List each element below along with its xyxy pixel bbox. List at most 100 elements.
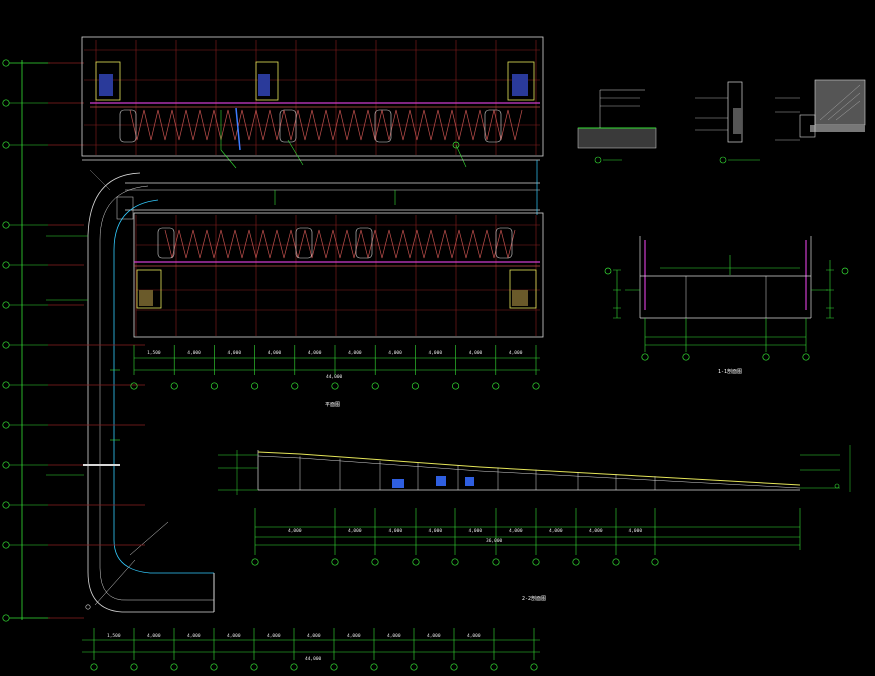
axis-bubble: [532, 558, 540, 566]
blue-marker: [235, 107, 241, 151]
dim-label: 4,000: [509, 528, 523, 534]
column-capsule: [279, 109, 297, 143]
axis-bubble-left: [2, 59, 10, 67]
dim-label: 4,000: [308, 350, 322, 356]
ramp-path: [46, 172, 215, 613]
axis-bubble: [604, 267, 612, 275]
axis-bubble: [532, 382, 540, 390]
axis-bubble-left: [2, 301, 10, 309]
dim-label: 4,000: [427, 633, 441, 639]
dim-label: 4,000: [509, 350, 523, 356]
axis-bubble: [641, 353, 649, 361]
axis-bubble: [492, 382, 500, 390]
dim-label: 4,000: [469, 350, 483, 356]
axis-bubble: [612, 558, 620, 566]
section-title: 1-1剖面图: [718, 368, 742, 375]
upper-plan-band: [81, 36, 544, 169]
dim-label: 1,500: [107, 633, 121, 639]
dim-label: 4,000: [307, 633, 321, 639]
axis-bubble: [250, 663, 258, 671]
dim-label: 4,000: [348, 350, 362, 356]
axis-bubble: [802, 353, 810, 361]
dim-label: 4,000: [388, 350, 402, 356]
dim-label: 4,000: [347, 633, 361, 639]
axis-bubble: [170, 663, 178, 671]
dim-total: 36,000: [486, 538, 503, 544]
axis-bubble: [530, 663, 538, 671]
axis-bubble: [411, 382, 419, 390]
dim-label: 4,000: [187, 633, 201, 639]
detail-1: [577, 89, 657, 164]
dim-label: 4,000: [227, 633, 241, 639]
stair-zigzag: [129, 109, 523, 141]
dim-label: 4,000: [429, 350, 443, 356]
column-capsule: [157, 227, 175, 259]
dim-label: 4,000: [549, 528, 563, 534]
axis-bubble: [572, 558, 580, 566]
dim-label: 4,000: [288, 528, 302, 534]
axis-bubble: [170, 382, 178, 390]
plan-title: 平面图: [325, 402, 340, 408]
dim-label: 1,500: [147, 350, 161, 356]
axis-bubble: [451, 558, 459, 566]
column-capsule: [295, 227, 313, 259]
column-capsule: [484, 109, 502, 143]
axis-bubble: [490, 663, 498, 671]
axis-bubble: [371, 382, 379, 390]
axis-bubble: [762, 353, 770, 361]
axis-bubble-left: [2, 341, 10, 349]
dim-label: 4,000: [387, 633, 401, 639]
dim-label: 4,000: [348, 528, 362, 534]
dim-label: 4,000: [629, 528, 643, 534]
dim-label: 4,000: [267, 633, 281, 639]
elevation-2-2: 4,000 4,000 4,000 4,000 4,000 4,000 4,000 4,000…: [218, 445, 851, 602]
axis-bubble: [330, 663, 338, 671]
upper-dimension-chain: 1,500 4,000 4,000 4,000 4,000 4,000 4,000 4,000…: [130, 345, 540, 408]
axis-bubble: [130, 382, 138, 390]
axis-bubble: [130, 663, 138, 671]
axis-bubble: [452, 382, 460, 390]
dim-label: 4,000: [268, 350, 282, 356]
axis-bubble: [492, 558, 500, 566]
axis-bubble: [841, 267, 849, 275]
lower-plan-band: [133, 212, 544, 338]
axis-bubble-left: [2, 141, 10, 149]
elevation-title: 2-2剖面图: [522, 595, 546, 602]
left-axis-column: [2, 59, 84, 622]
dim-label: 4,000: [228, 350, 242, 356]
column-capsule: [374, 109, 392, 143]
column-capsule: [119, 109, 137, 143]
axis-bubble: [412, 558, 420, 566]
axis-bubble-left: [2, 261, 10, 269]
axis-bubble: [251, 382, 259, 390]
dim-label: 4,000: [467, 633, 481, 639]
axis-bubble: [410, 663, 418, 671]
dim-label: 4,000: [147, 633, 161, 639]
axis-bubble-left: [2, 381, 10, 389]
dim-label: 4,000: [429, 528, 443, 534]
dim-label: 4,000: [187, 350, 201, 356]
axis-bubble: [651, 558, 659, 566]
axis-bubble-left: [2, 541, 10, 549]
axis-bubble-left: [2, 99, 10, 107]
detail-2: [695, 81, 760, 164]
axis-bubble: [331, 558, 339, 566]
dim-total: 44,000: [305, 656, 322, 662]
axis-bubble: [210, 663, 218, 671]
dim-label: 4,000: [389, 528, 403, 534]
dim-label: 4,000: [589, 528, 603, 534]
axis-bubble-left: [2, 421, 10, 429]
column-capsule: [495, 227, 513, 259]
axis-bubble-left: [2, 461, 10, 469]
axis-bubble: [291, 382, 299, 390]
column-capsule: [355, 227, 373, 259]
axis-bubble: [210, 382, 218, 390]
dim-label: 4,000: [469, 528, 483, 534]
detail-3: [775, 79, 866, 141]
axis-bubble: [290, 663, 298, 671]
dim-total: 44,000: [326, 374, 343, 380]
axis-bubble-left: [2, 614, 10, 622]
section-1-1: 1-1剖面图: [604, 236, 849, 375]
axis-bubble-left: [2, 221, 10, 229]
